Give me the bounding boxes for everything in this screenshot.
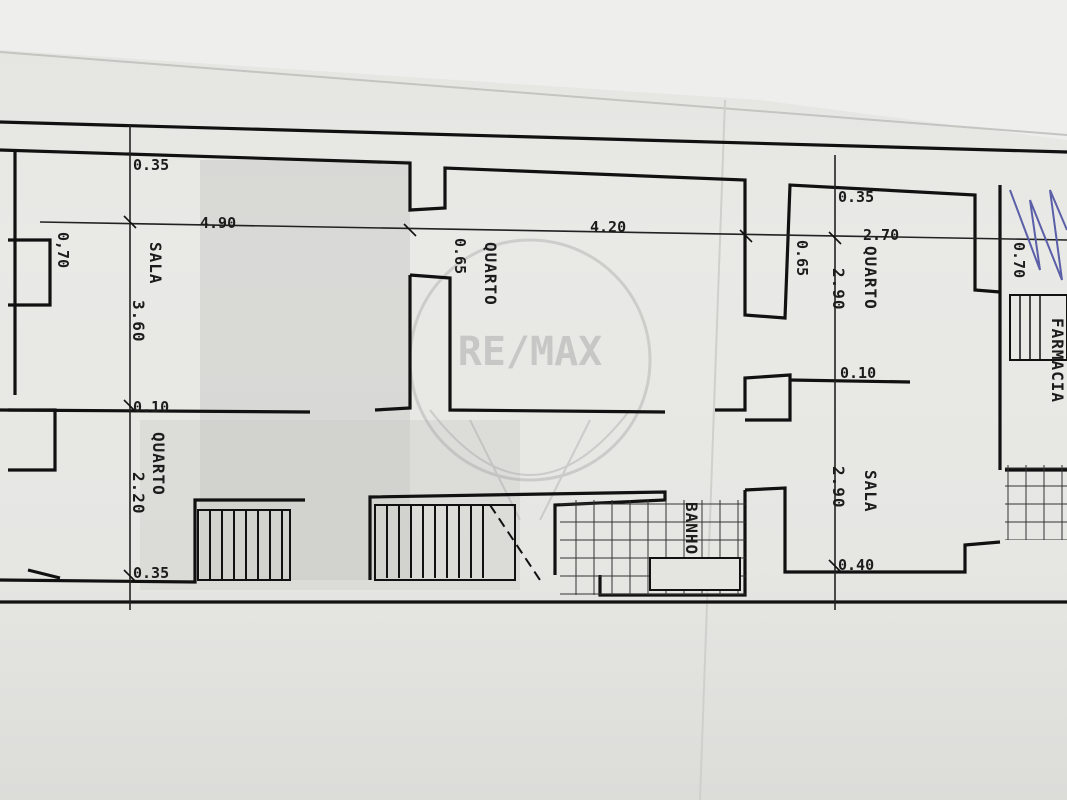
room-sala-left-size: 3.60 [129, 300, 148, 343]
remax-watermark-text: RE/MAX [458, 329, 603, 375]
dim-040-bottomright: 0.40 [838, 556, 874, 574]
dim-420: 4.20 [590, 218, 626, 236]
room-quarto-right-name: QUARTO [861, 246, 880, 310]
dim-065-quarto: 0.65 [451, 238, 469, 274]
room-quarto-left-size: 2.20 [129, 472, 148, 515]
dim-035-topright: 0.35 [838, 188, 874, 206]
dim-270: 2.70 [863, 226, 899, 244]
dim-490: 4.90 [200, 214, 236, 232]
remax-watermark: RE/MAX [408, 238, 652, 521]
bathroom-tiles [560, 500, 745, 595]
room-quarto-left-name: QUARTO [149, 432, 168, 496]
dim-065-right: 0.65 [793, 240, 811, 276]
room-banho-name: BANHO [682, 502, 701, 555]
room-quarto-center-name: QUARTO [481, 242, 500, 306]
staircase-left [197, 509, 291, 581]
dim-070-right: 0.70 [1010, 242, 1028, 278]
staircase-center [374, 504, 541, 581]
dim-010-right: 0.10 [840, 364, 876, 382]
farmacia-tiles [1005, 294, 1067, 540]
room-sala-left-name: SALA [146, 242, 165, 285]
room-sala-right-name: SALA [861, 470, 880, 513]
room-farmacia-name: FARMACIA [1048, 318, 1067, 403]
pen-scribble [1009, 189, 1067, 281]
dim-035-topleft: 0.35 [133, 156, 169, 174]
dim-010-left: 0.10 [133, 398, 169, 416]
room-sala-right-size: 2.90 [829, 466, 848, 509]
dim-035-bottomleft: 0.35 [133, 564, 169, 582]
dim-070-left: 0,70 [54, 232, 72, 268]
room-quarto-right-size: 2.90 [829, 268, 848, 311]
dimension-lines [39, 125, 1067, 610]
